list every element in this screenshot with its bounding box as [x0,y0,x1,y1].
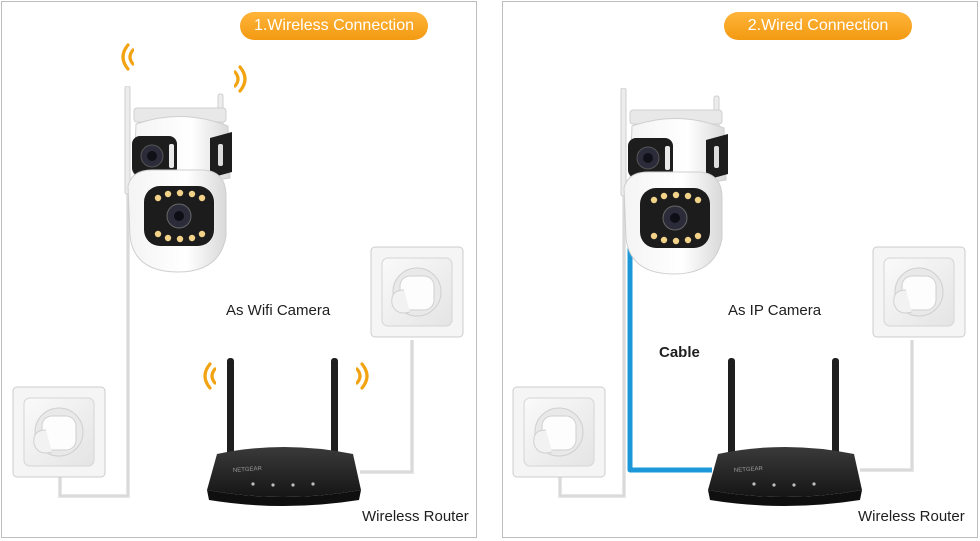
wireless-connection-panel [1,1,477,538]
camera-label: As Wifi Camera [226,302,331,319]
panel-title: 1.Wireless Connection [240,12,428,40]
router-label: Wireless Router [362,508,469,525]
router-label: Wireless Router [858,508,965,525]
camera-power-cable-edge [559,100,625,497]
router-power-cable-edge [860,340,913,471]
cable-label: Cable [659,344,700,361]
wired-connection-panel [502,1,978,538]
router-power-cable-edge [360,340,413,473]
panel-title: 2.Wired Connection [724,12,912,40]
ethernet-cable [627,248,712,473]
camera-power-cable-edge [59,100,129,497]
camera-label: As IP Camera [728,302,822,319]
